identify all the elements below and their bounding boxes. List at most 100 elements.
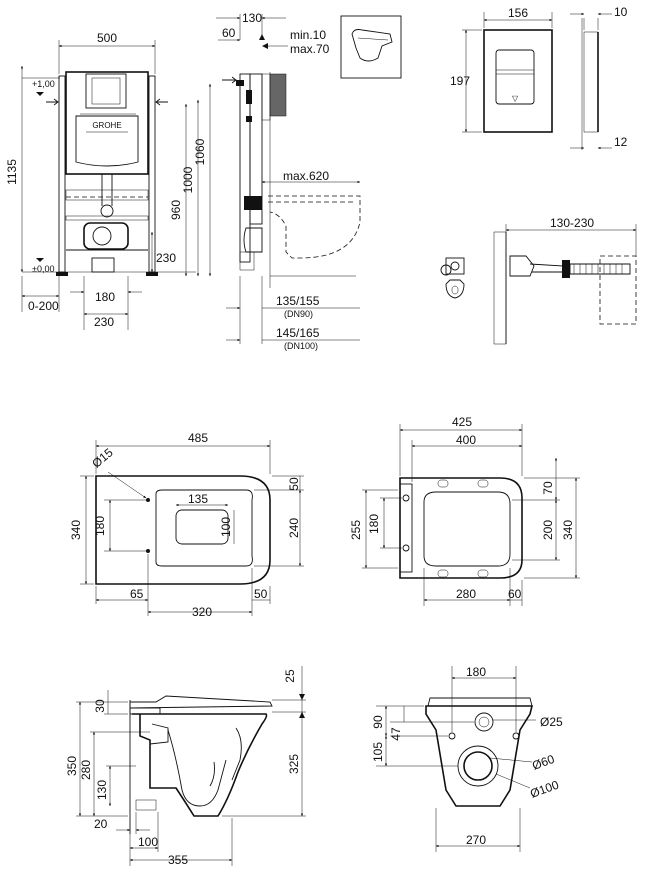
drain-bend [243, 227, 263, 253]
install-frame-view: GROHE 500 +1,00 ±0,00 1135 230 0-200 180… [5, 31, 196, 330]
label-dn100: (DN100) [284, 341, 318, 351]
flush-plate-view: ▽ 156 197 10 12 [450, 5, 628, 150]
dim-rear-90: 90 [371, 715, 385, 729]
bowl-drain-top [175, 509, 229, 545]
toilet-thumbnail-icon [351, 29, 393, 62]
dim-drain-diameter-100: Ø100 [528, 778, 561, 801]
dim-bowl-height-325: 325 [287, 754, 301, 774]
drain-connector [83, 222, 129, 250]
dim-bowl-depth-355: 355 [168, 853, 188, 867]
dim-pipe-dn100: 145/165 [276, 326, 320, 340]
dim-hole-spacing: 180 [93, 516, 107, 536]
dim-seat-inner-length: 400 [456, 433, 476, 447]
dim-max-620: max.620 [283, 169, 329, 183]
dim-rear-47: 47 [389, 727, 403, 741]
flush-button [495, 49, 535, 105]
toilet-thumbnail [340, 15, 402, 79]
dim-height-1135: 1135 [5, 159, 19, 185]
hinge-top [402, 494, 410, 502]
dim-seat-width-200: 200 [541, 520, 555, 540]
dim-pipe-dn90: 135/155 [276, 294, 320, 308]
dim-60-side: 60 [222, 26, 236, 40]
dim-inlet-diameter-25: Ø25 [540, 715, 563, 729]
dim-seat-hinge-spacing: 180 [367, 514, 381, 534]
dim-min-10: min.10 [290, 28, 326, 42]
flush-plate-front [483, 29, 553, 133]
dim-seat-outer-length: 425 [452, 415, 472, 429]
dim-height-960: 960 [169, 200, 183, 220]
dim-seat-height-30: 30 [93, 699, 107, 713]
water-inlet-arrow-icon [46, 98, 59, 106]
dim-seat-width-340: 340 [561, 520, 575, 540]
dim-bowl-width: 340 [69, 520, 83, 540]
bowl-rear-view: 180 90 47 105 Ø25 Ø60 Ø100 270 [371, 665, 563, 852]
seat-rear [427, 697, 533, 707]
dim-offset-side-65: 65 [130, 587, 144, 601]
dim-hole-depth-320: 320 [192, 605, 212, 619]
dim-rear-width-180: 180 [466, 665, 486, 679]
dim-seat-length-280: 280 [456, 587, 476, 601]
dim-seat-offset-60: 60 [508, 587, 522, 601]
dim-max-70: max.70 [290, 42, 330, 56]
dim-height-230: 230 [156, 251, 176, 265]
dim-seat-offset-70: 70 [541, 481, 555, 495]
dim-height-130: 130 [95, 780, 109, 800]
hinge-bottom [402, 544, 410, 552]
bowl-top-view: 485 Ø15 340 180 135 100 50 240 65 320 50 [69, 431, 304, 619]
dim-height-280: 280 [79, 760, 93, 780]
dim-offset-end-50: 50 [254, 587, 268, 601]
water-inlet-25 [474, 712, 494, 732]
wall-anchor-view: 130-230 [440, 216, 637, 345]
drain-outlet-60 [463, 751, 493, 781]
dim-plate-thickness-10: 10 [614, 5, 628, 19]
dim-bowl-length: 485 [188, 431, 208, 445]
bowl-inner-top [155, 489, 253, 567]
dim-frame-width: 500 [97, 31, 117, 45]
dim-offset-20: 20 [94, 817, 108, 831]
dim-seat-thickness-25: 25 [283, 669, 297, 683]
seat-side [129, 695, 273, 709]
dim-hole-diameter: Ø15 [89, 445, 116, 471]
brand-logo: GROHE [92, 121, 121, 130]
dim-130-side: 130 [242, 11, 262, 25]
frame-left-upright [58, 75, 66, 273]
flush-opening [85, 73, 127, 109]
dim-inner-depth-240: 240 [287, 518, 301, 538]
dim-rear-width-270: 270 [466, 833, 486, 847]
dim-plate-height: 197 [450, 74, 470, 88]
level-zero: ±0,00 [32, 264, 54, 274]
flush-plate-side [269, 73, 287, 117]
label-dn90: (DN90) [284, 309, 313, 319]
dim-inner-height: 100 [219, 517, 233, 537]
anchor-plate [445, 279, 465, 299]
fixing-hole-top [146, 498, 150, 502]
flush-indicator-icon: ▽ [512, 94, 519, 103]
cistern [65, 71, 149, 175]
level-plus-one: +1,00 [32, 79, 55, 89]
dim-180-frame: 180 [95, 290, 115, 304]
dim-adjust-range: 0-200 [28, 299, 59, 313]
dim-height-1060: 1060 [193, 138, 207, 165]
anchor-bolt [529, 263, 565, 273]
wall-section [493, 231, 507, 345]
bowl-rear-outline [425, 705, 534, 807]
dim-drain-diameter-60: Ø60 [530, 752, 556, 773]
dim-plate-thickness-12: 12 [614, 135, 628, 149]
anchor-bracket [445, 257, 465, 275]
dim-anchor-range: 130-230 [550, 216, 594, 230]
plate-side-section [583, 31, 599, 133]
fixing-hole-bottom [146, 549, 150, 553]
level-marker-bottom-icon [36, 258, 44, 262]
level-marker-top-icon [36, 92, 44, 96]
bowl-outline-top [95, 475, 271, 585]
side-profile-view: 130 60 min.10 max.70 1060 1000 960 max.6… [169, 11, 361, 351]
dim-plate-width: 156 [508, 6, 528, 20]
seat-top-view: 425 400 255 180 70 200 340 280 60 [349, 415, 580, 606]
cistern-body [75, 115, 139, 167]
dim-rear-105: 105 [371, 742, 385, 762]
dim-seat-width-255: 255 [349, 520, 363, 540]
bowl-side-outline [132, 713, 268, 817]
dim-offset-top-50: 50 [287, 477, 301, 491]
